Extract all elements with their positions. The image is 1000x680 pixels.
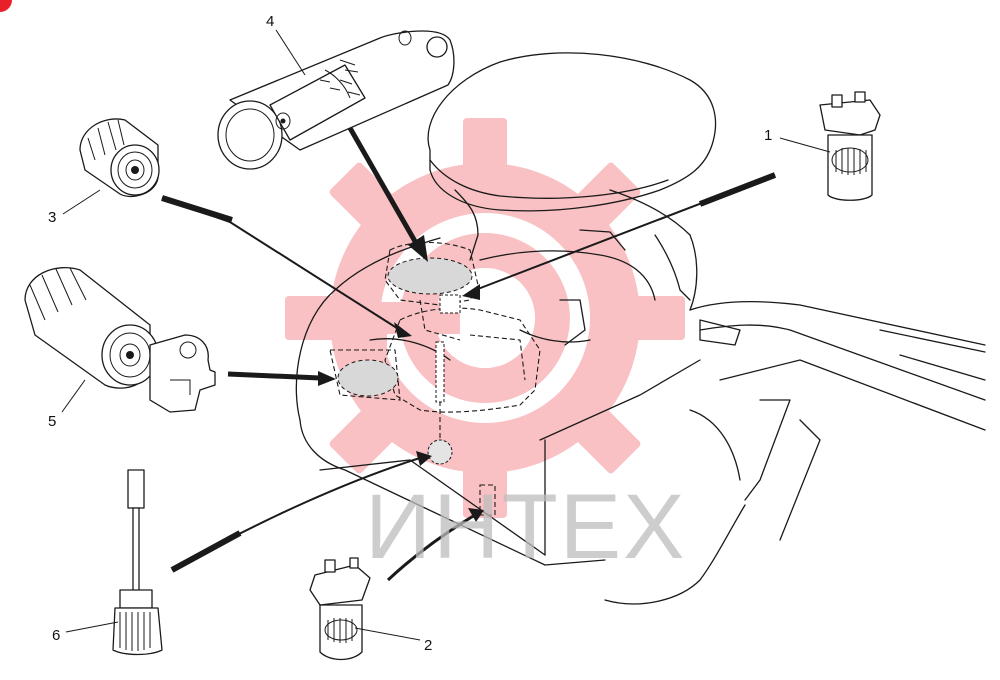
- water-separator-part: [309, 557, 371, 661]
- arrow-2-head: [468, 508, 484, 522]
- arrow-4-head: [408, 235, 428, 262]
- arrow-5-line: [227, 371, 321, 381]
- watermark-text: ИНТЕХ: [365, 476, 687, 578]
- arrow-1-head: [462, 284, 480, 300]
- dipstick-location: [435, 341, 445, 403]
- arrow-6-head: [416, 451, 432, 466]
- arrow-5-head: [318, 371, 336, 386]
- callout-6: 6: [52, 627, 60, 644]
- callout-1: 1: [764, 127, 772, 144]
- callout-5: 5: [48, 413, 56, 430]
- spin-on-filter-part: [79, 118, 160, 198]
- pointer-arrows: [161, 126, 777, 582]
- tractor-outline: [295, 52, 986, 605]
- callout-labels: 4 1 3 5 6 2: [48, 13, 772, 654]
- arrow-3-head: [394, 322, 412, 338]
- oil-filter-part: [24, 266, 216, 413]
- callout-leaders: [61, 29, 831, 641]
- corner-badge: [0, 0, 12, 12]
- arrow-2-line: [386, 513, 476, 582]
- callout-3: 3: [48, 209, 56, 226]
- hydraulic-filter-location: [427, 439, 453, 465]
- callout-4: 4: [266, 13, 274, 30]
- arrow-4-line: [347, 126, 423, 252]
- strainer-part: [112, 469, 163, 656]
- installed-filter-markers: [337, 257, 473, 465]
- callout-2: 2: [424, 637, 432, 654]
- fuel-filter-part: [819, 91, 881, 201]
- oil-filter-location: [337, 359, 399, 397]
- air-cleaner-part: [217, 30, 455, 170]
- air-filter-location: [387, 257, 473, 295]
- watermark-gear-logo: [285, 118, 685, 518]
- fuel-filter-location: [439, 294, 461, 314]
